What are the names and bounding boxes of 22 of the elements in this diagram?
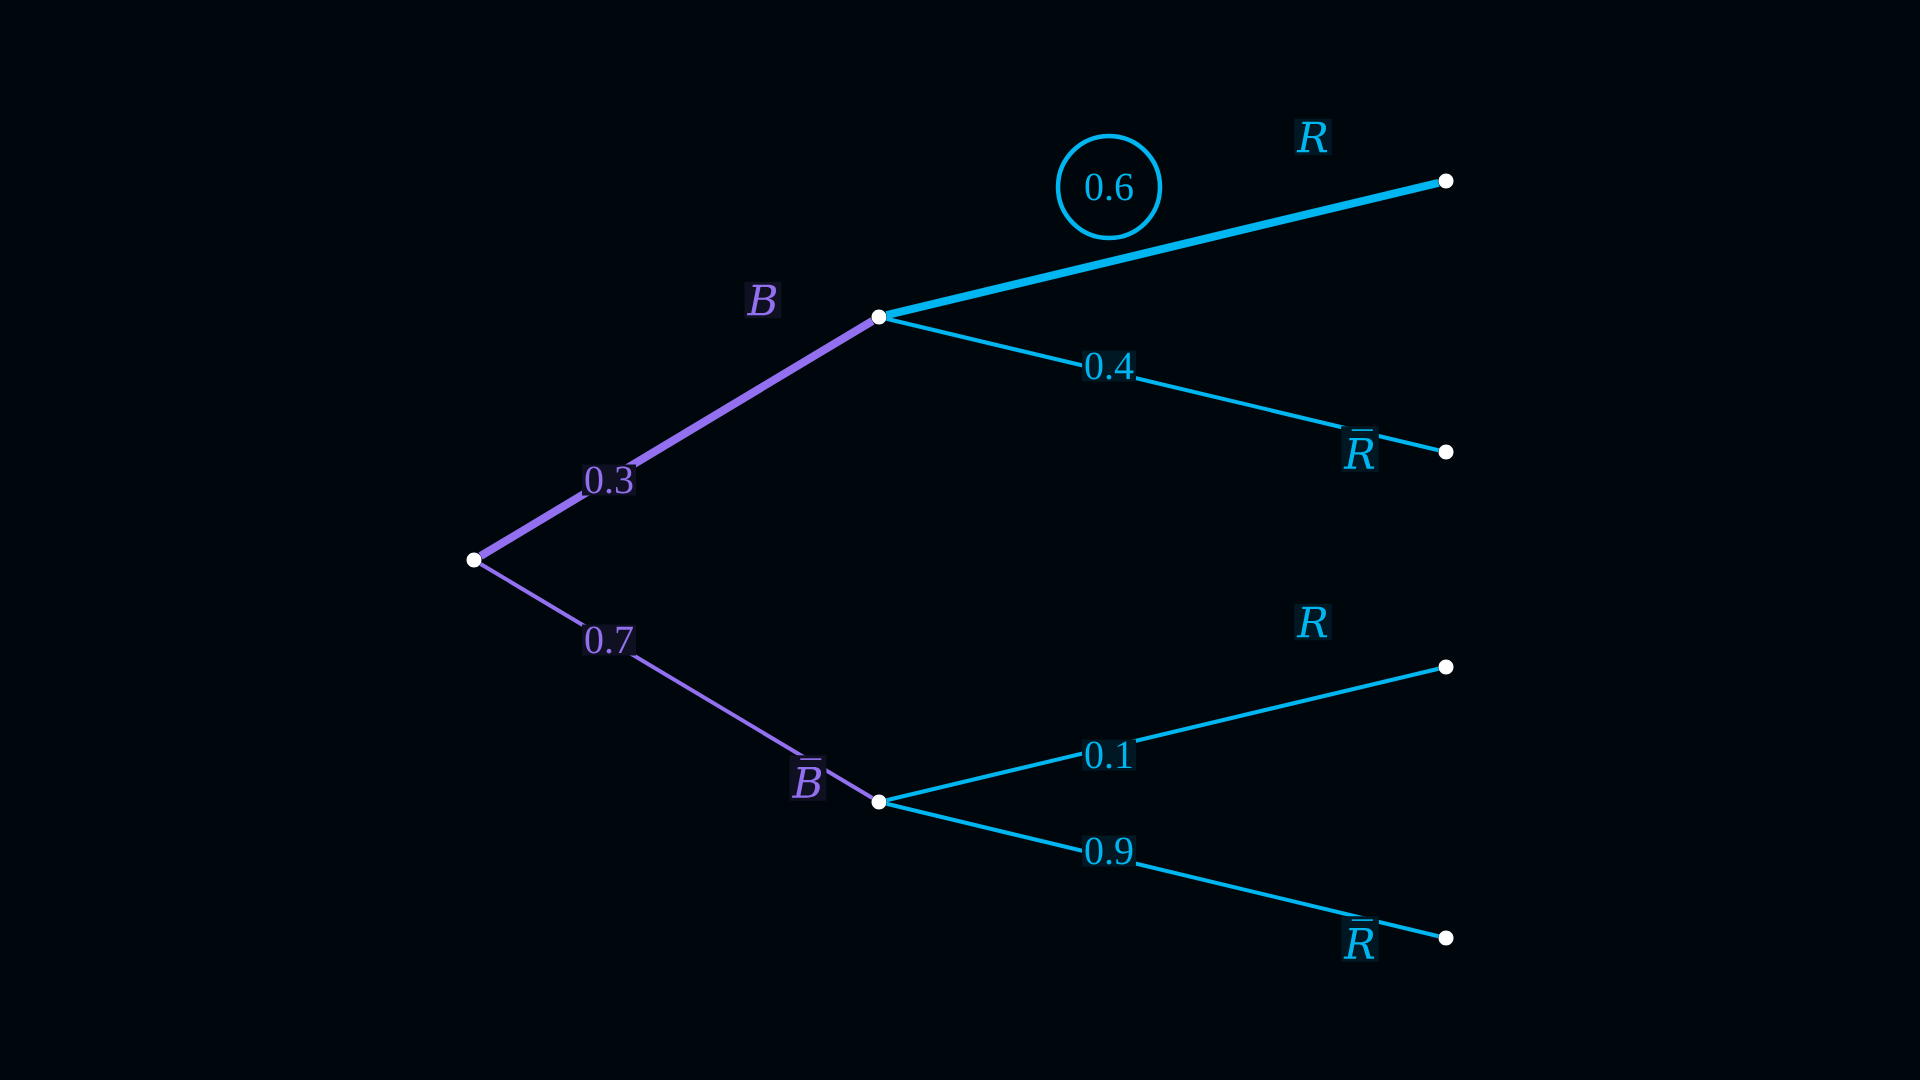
node-dot bbox=[871, 794, 887, 810]
edge-label: 0.4 bbox=[1082, 350, 1136, 382]
outcome-label: R bbox=[1294, 603, 1332, 641]
node-dot bbox=[1438, 659, 1454, 675]
outcome-label: R bbox=[1294, 118, 1332, 156]
node-dot bbox=[1438, 173, 1454, 189]
node-dot bbox=[1438, 444, 1454, 460]
outcome-label: R̅ bbox=[1341, 916, 1379, 962]
branch-line bbox=[886, 801, 1439, 939]
edge-label: 0.9 bbox=[1082, 835, 1136, 867]
branch-line bbox=[885, 178, 1440, 320]
node-dot bbox=[1438, 930, 1454, 946]
outcome-label: B̅ bbox=[789, 755, 827, 801]
branch-line bbox=[886, 666, 1439, 803]
node-dot bbox=[871, 309, 887, 325]
edge-label: 0.1 bbox=[1082, 739, 1136, 771]
edge-label: 0.6 bbox=[1082, 171, 1136, 203]
branch-line bbox=[478, 317, 875, 560]
outcome-label: R̅ bbox=[1341, 426, 1379, 472]
edge-label: 0.3 bbox=[582, 464, 636, 496]
node-dot bbox=[466, 552, 482, 568]
edge-label: 0.7 bbox=[582, 624, 636, 656]
